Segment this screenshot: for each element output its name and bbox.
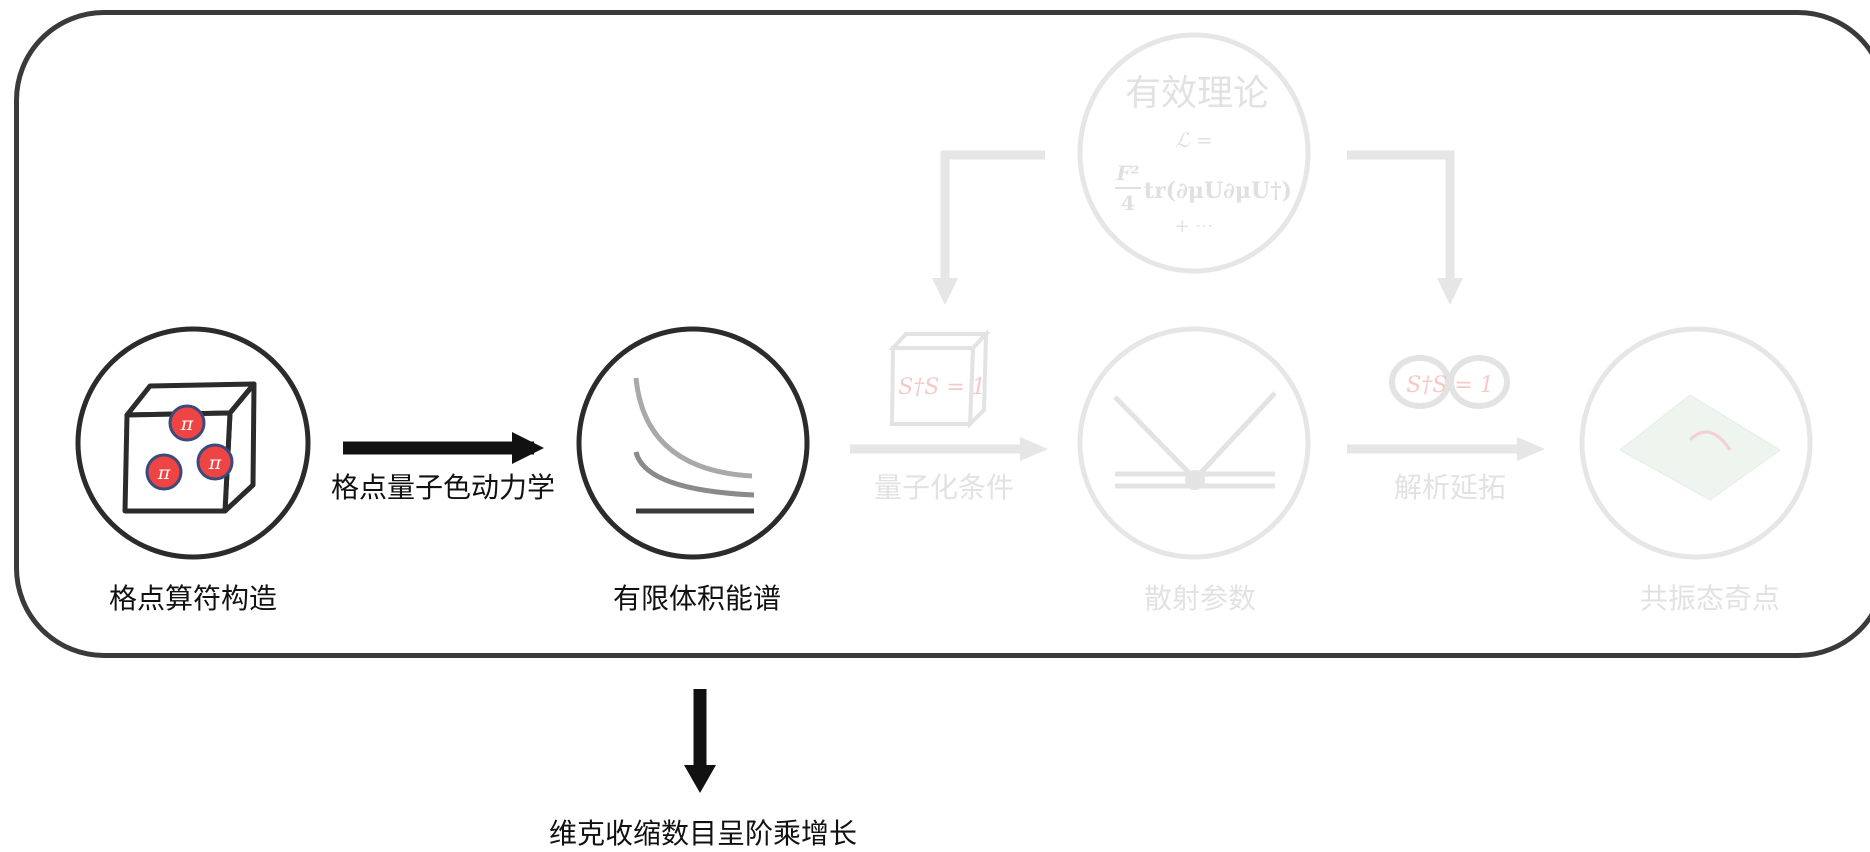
eft-left-arrow [940, 150, 1045, 292]
lattice-cube-with-pions-icon: π π π [75, 326, 311, 560]
pipeline-frame [14, 10, 1870, 658]
eft-bubble: ℒ = F² 4 tr(∂μU∂μU†) + ⋯ [1077, 32, 1311, 274]
eft-formula-den: 4 [1121, 191, 1135, 215]
lqcd-label: 格点量子色动力学 [330, 471, 556, 504]
eft-formula-num: F² [1116, 161, 1140, 185]
eft-formula-trace: tr(∂μU∂μU†) [1144, 178, 1292, 204]
stage-label-scattering: 散射参数 [1143, 582, 1257, 615]
riemann-surface-icon [1579, 326, 1813, 560]
scattering-vertex-icon [1077, 326, 1311, 560]
down-arrowhead [684, 765, 716, 793]
eft-formula-tail: + ⋯ [1175, 216, 1214, 237]
unitarity-cube-icon: S†S = 1 [888, 328, 991, 430]
pion-label: π [208, 452, 222, 474]
eft-right-arrow [1347, 150, 1455, 292]
eft-title: 有效理论 [1124, 73, 1270, 114]
eft-left-arrowhead [932, 278, 958, 305]
energy-levels-icon [576, 326, 810, 560]
stage-label-spectrum: 有限体积能谱 [612, 582, 782, 615]
footnote: 维克收缩数目呈阶乘增长 [548, 817, 858, 850]
unitarity-label: S†S = 1 [1406, 373, 1494, 398]
quantization-label: 量子化条件 [873, 471, 1015, 504]
stage-label-lattice: 格点算符构造 [108, 582, 278, 615]
infinity-icon: S†S = 1 [1389, 355, 1510, 409]
lqcd-arrowhead [512, 432, 544, 464]
unitarity-label: S†S = 1 [898, 375, 986, 400]
stage-label-resonance: 共振态奇点 [1639, 582, 1781, 615]
eft-formula-lhs: ℒ = [1175, 128, 1213, 152]
continuation-label: 解析延拓 [1393, 471, 1507, 504]
quantization-arrowhead [1020, 437, 1048, 461]
pion-label: π [157, 462, 171, 484]
pion-label: π [180, 413, 194, 435]
continuation-arrowhead [1517, 437, 1545, 461]
eft-right-arrowhead [1437, 278, 1463, 305]
